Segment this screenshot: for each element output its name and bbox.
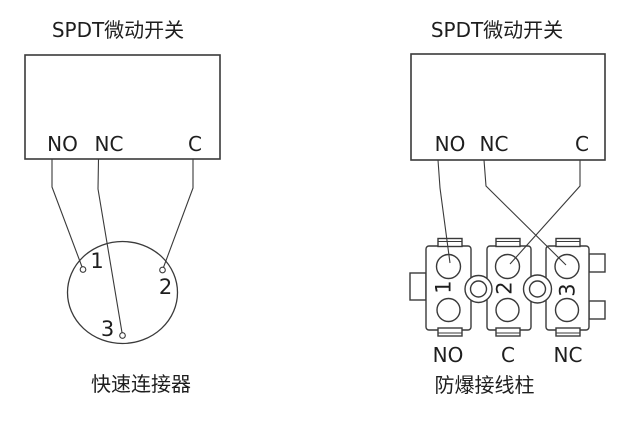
pin-label-2: 2: [159, 275, 172, 299]
terminal-number-1: 1: [431, 280, 455, 293]
left-terminal-label-nc: NC: [95, 132, 124, 156]
terminal-bottom-tabs: [437, 327, 581, 337]
screw-hole-bottom-3: [554, 297, 580, 323]
left-switch-title: SPDT微动开关: [52, 18, 184, 42]
top-tab-2: [495, 237, 521, 248]
terminal-number-3: 3: [555, 283, 579, 296]
right-terminal-label-c: C: [575, 132, 589, 156]
terminal-block-right-lug-top: [588, 253, 606, 273]
screw-hole-bottom-2: [495, 297, 520, 323]
wire-nc-to-pin3: [97, 158, 124, 336]
left-caption: 快速连接器: [91, 372, 191, 396]
quick-connector-circle: [66, 240, 179, 345]
top-tab-1: [437, 237, 463, 248]
block-label-no: NO: [433, 343, 464, 367]
terminal-number-2: 2: [492, 281, 516, 294]
left-terminal-label-no: NO: [47, 132, 78, 156]
pin-label-1: 1: [90, 249, 103, 273]
right-diagram: SPDT微动开关 NO NC C: [409, 18, 606, 397]
block-label-c: C: [501, 343, 515, 367]
left-terminal-label-c: C: [188, 132, 202, 156]
wire-c-to-pin2: [161, 159, 194, 271]
wire-nc-to-terminal3: [483, 159, 567, 266]
left-switch-body: [24, 54, 221, 160]
divider-ring-1-inner: [469, 280, 488, 298]
wire-no-to-terminal1: [437, 159, 451, 264]
wire-no-to-pin1: [51, 159, 84, 270]
screw-hole-bottom-1: [436, 297, 461, 323]
pin-hole-1: [79, 266, 87, 273]
bottom-tab-3: [555, 327, 581, 337]
top-tab-3: [555, 237, 581, 248]
pin-hole-2: [159, 266, 166, 274]
right-terminal-label-no: NO: [435, 132, 466, 156]
right-switch-body: [410, 53, 606, 161]
bottom-tab-2: [495, 327, 521, 337]
wire-c-to-terminal2: [509, 160, 581, 265]
terminal-block-left-lug: [409, 272, 427, 301]
terminal-top-tabs: [437, 237, 581, 248]
divider-ring-2-inner: [528, 280, 547, 298]
screw-hole-top-1: [435, 253, 462, 280]
terminal-block: 1 2 3: [409, 237, 606, 337]
block-label-nc: NC: [554, 343, 583, 367]
bottom-tab-1: [437, 327, 463, 337]
right-switch-title: SPDT微动开关: [431, 18, 563, 42]
terminal-block-right-lug-bottom: [588, 300, 606, 320]
left-diagram: SPDT微动开关 NO NC C 1 2 3 快速连接器: [24, 18, 221, 396]
right-caption: 防爆接线柱: [435, 373, 535, 397]
pin-label-3: 3: [101, 317, 114, 341]
pin-hole-3: [119, 332, 126, 339]
right-terminal-label-nc: NC: [480, 132, 509, 156]
